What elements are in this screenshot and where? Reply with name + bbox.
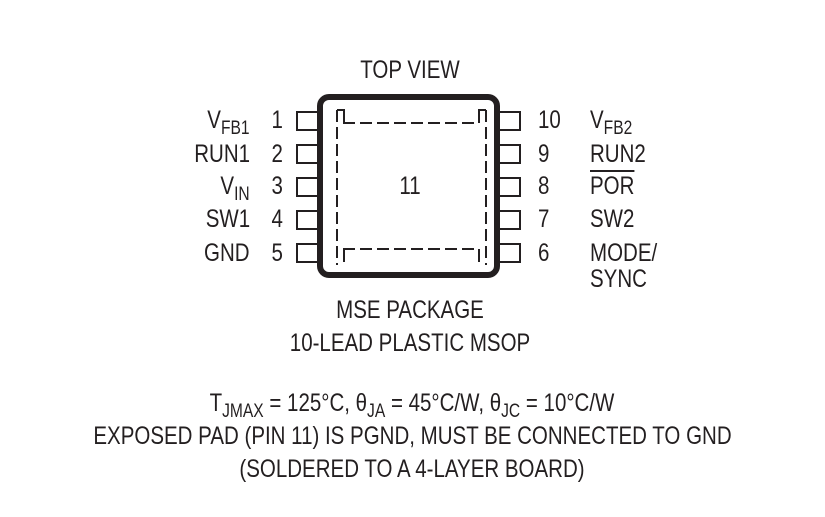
pin-8-number: 8 — [538, 172, 550, 200]
pin-9-number: 9 — [538, 140, 550, 168]
pin-2-number: 2 — [271, 140, 283, 168]
package-body — [317, 94, 500, 278]
pin-5-number: 5 — [271, 239, 283, 267]
pin-1-name: VFB1 — [207, 106, 250, 139]
pin-7-number: 7 — [538, 205, 550, 233]
pin-9-name: RUN2 — [590, 140, 646, 168]
pin-2-name: RUN1 — [194, 140, 250, 168]
pin-5-name: GND — [204, 239, 250, 267]
exposed-pad-number: 11 — [399, 172, 421, 200]
pin-4-number: 4 — [271, 205, 283, 233]
pin-6-name-line2: SYNC — [590, 265, 647, 293]
pin-10-number: 10 — [538, 106, 561, 134]
pin-4-name: SW1 — [205, 205, 250, 233]
exposed-pad-note: EXPOSED PAD (PIN 11) IS PGND, MUST BE CO… — [93, 422, 732, 450]
pin-6-number: 6 — [538, 239, 550, 267]
package-description: 10-LEAD PLASTIC MSOP — [289, 329, 531, 357]
pin-3-name: VIN — [220, 172, 250, 205]
package-name: MSE PACKAGE — [336, 296, 484, 324]
pin-10-name: VFB2 — [590, 106, 633, 139]
exposed-pad-outline — [336, 110, 487, 265]
pin-3-number: 3 — [271, 172, 283, 200]
pin-8-name: POR — [590, 172, 635, 200]
pin-7-name: SW2 — [590, 205, 635, 233]
board-note: (SOLDERED TO A 4-LAYER BOARD) — [239, 455, 585, 483]
pin-1-number: 1 — [271, 106, 283, 134]
view-title: TOP VIEW — [360, 56, 460, 84]
thermal-specs: TJMAX = 125°C, θJA = 45°C/W, θJC = 10°C/… — [209, 389, 615, 422]
pin-6-name: MODE/ — [590, 239, 658, 267]
